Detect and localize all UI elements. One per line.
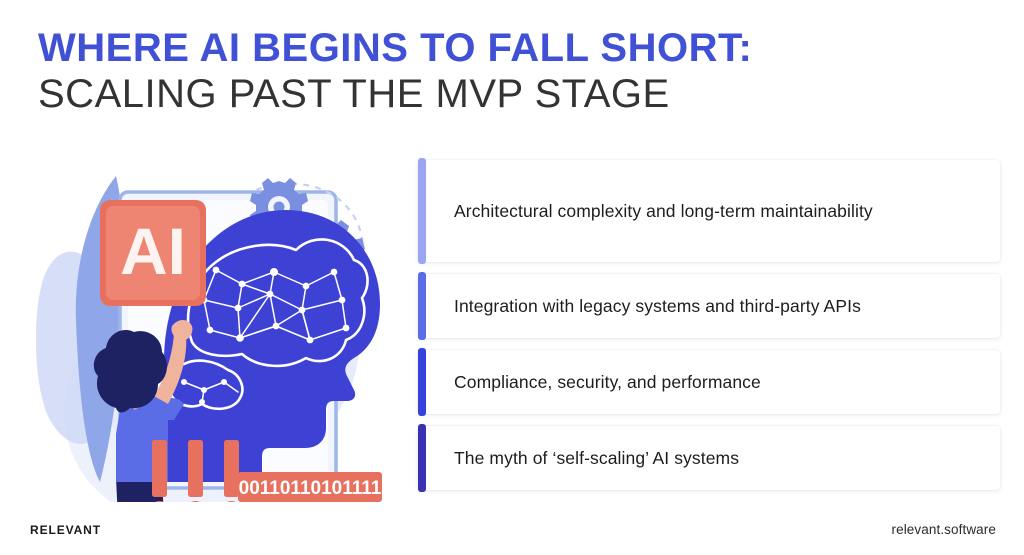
footer: RELEVANT relevant.software bbox=[0, 507, 1024, 555]
skirt bbox=[116, 478, 164, 502]
head-silhouette bbox=[164, 210, 380, 482]
title-line-secondary: SCALING PAST THE MVP STAGE bbox=[38, 71, 670, 116]
card-accent-bar bbox=[418, 424, 426, 492]
challenges-list: Architectural complexity and long-term m… bbox=[418, 158, 1000, 500]
exclamation-marks bbox=[152, 440, 239, 502]
list-item-label: Integration with legacy systems and thir… bbox=[454, 295, 861, 316]
list-item-label: Architectural complexity and long-term m… bbox=[454, 200, 873, 221]
list-item[interactable]: The myth of ‘self-scaling’ AI systems bbox=[418, 424, 1000, 492]
page-title: WHERE AI BEGINS TO FALL SHORT: SCALING P… bbox=[38, 26, 988, 118]
card-accent-bar bbox=[418, 348, 426, 416]
binary-code-badge: 00110110101111 bbox=[238, 472, 382, 502]
brand-logo: RELEVANT bbox=[30, 523, 101, 537]
card-accent-bar bbox=[418, 272, 426, 340]
list-item[interactable]: Integration with legacy systems and thir… bbox=[418, 272, 1000, 340]
ai-illustration: AI 00110110101111 bbox=[24, 152, 394, 502]
hand bbox=[171, 320, 193, 341]
ai-badge-label: AI bbox=[120, 214, 186, 288]
list-item-label: Compliance, security, and performance bbox=[454, 371, 761, 392]
ai-badge: AI bbox=[100, 200, 206, 306]
list-item[interactable]: Compliance, security, and performance bbox=[418, 348, 1000, 416]
list-item-label: The myth of ‘self-scaling’ AI systems bbox=[454, 447, 740, 468]
list-item[interactable]: Architectural complexity and long-term m… bbox=[418, 158, 1000, 264]
website-url[interactable]: relevant.software bbox=[891, 522, 996, 537]
card-accent-bar bbox=[418, 158, 426, 264]
binary-code-text: 00110110101111 bbox=[239, 478, 382, 499]
title-line-primary: WHERE AI BEGINS TO FALL SHORT: bbox=[38, 26, 753, 70]
hair bbox=[93, 329, 167, 413]
